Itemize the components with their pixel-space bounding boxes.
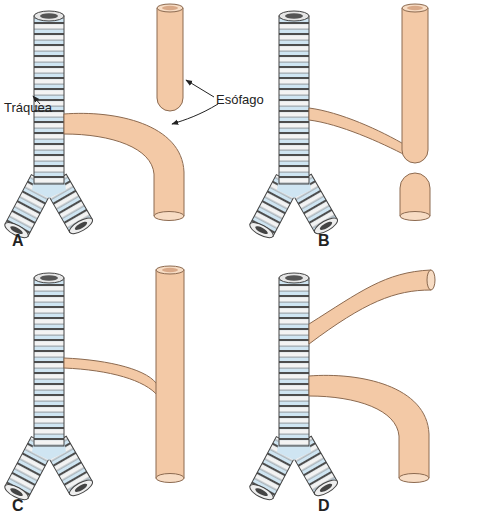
panel-letter: B bbox=[318, 232, 330, 250]
leader-lines bbox=[33, 80, 218, 124]
panel-letter: A bbox=[12, 232, 24, 250]
panel-letter: D bbox=[318, 497, 330, 515]
part-label: Esófago bbox=[216, 92, 264, 107]
part-label: Tráquea bbox=[4, 100, 52, 115]
panel-letter: C bbox=[12, 497, 24, 515]
